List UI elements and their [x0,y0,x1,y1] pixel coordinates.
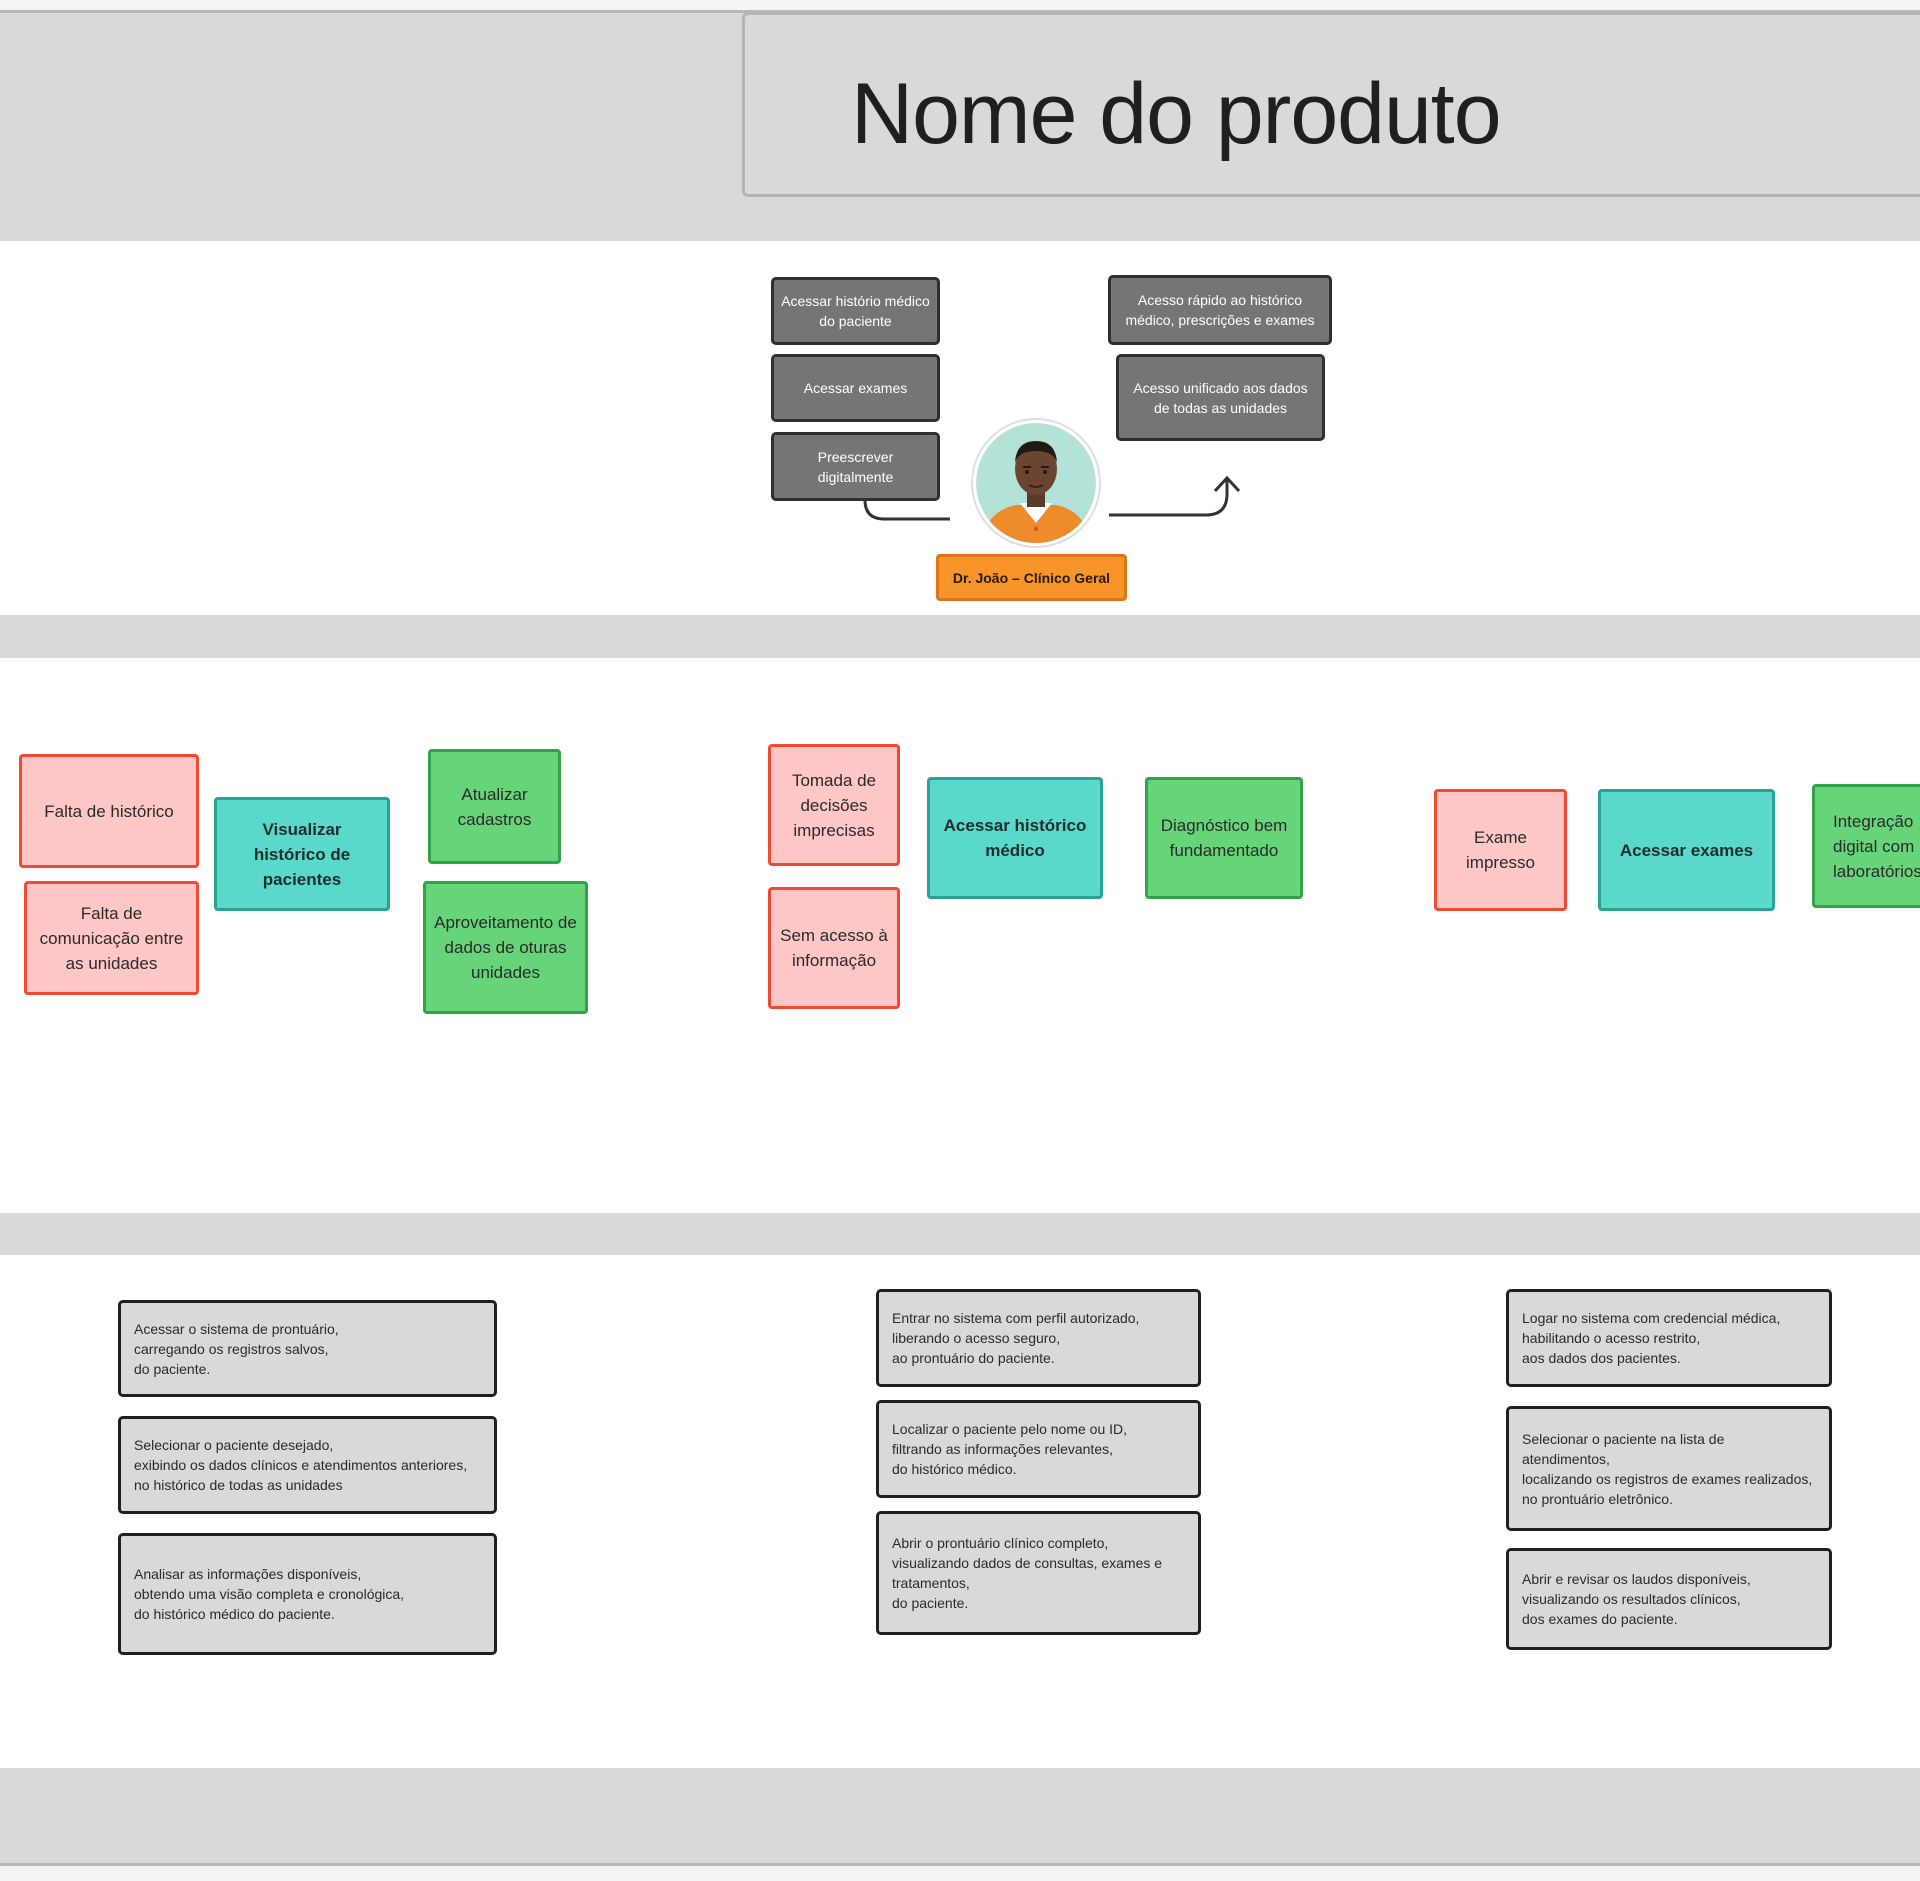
step-card[interactable]: Selecionar o paciente na lista de atendi… [1506,1406,1832,1531]
step-card[interactable]: Analisar as informações disponíveis, obt… [118,1533,497,1655]
step-text: Analisar as informações disponíveis, obt… [134,1566,405,1622]
step-card[interactable]: Localizar o paciente pelo nome ou ID, fi… [876,1400,1201,1498]
persona-goal[interactable]: Acesso unificado aos dados de todas as u… [1116,354,1325,441]
connector-arrow [1109,478,1229,517]
divider-band [0,615,1920,658]
journey-band [0,658,1920,1213]
connector-arrows [863,475,1241,521]
step-card[interactable]: Entrar no sistema com perfil autorizado,… [876,1289,1201,1387]
persona-task[interactable]: Preescrever digitalmente [771,432,940,501]
persona-band [0,241,1920,615]
persona-name-label[interactable]: Dr. João – Clínico Geral [936,554,1127,601]
benefit-sticky[interactable]: Atualizar cadastros [428,749,561,864]
connector-line [863,499,950,521]
step-card[interactable]: Logar no sistema com credencial médica, … [1506,1289,1832,1387]
feature-sticky[interactable]: Acessar histórico médico [927,777,1103,899]
top-border [0,10,1920,13]
page-title: Nome do produto [851,66,1502,162]
persona-avatar[interactable] [971,418,1101,548]
persona-task[interactable]: Acessar exames [771,354,940,422]
step-card[interactable]: Abrir e revisar os laudos disponíveis, v… [1506,1548,1832,1650]
step-text: Localizar o paciente pelo nome ou ID, fi… [892,1421,1128,1477]
problem-sticky[interactable]: Exame impresso [1434,789,1567,911]
problem-sticky[interactable]: Falta de histórico [19,754,199,868]
footer-band [0,1768,1920,1863]
problem-sticky[interactable]: Falta de comunicação entre as unidades [24,881,199,995]
step-text: Selecionar o paciente na lista de atendi… [1522,1430,1813,1507]
step-text: Abrir e revisar os laudos disponíveis, v… [1522,1571,1751,1627]
problem-sticky[interactable]: Sem acesso à informação [768,887,900,1009]
step-text: Acessar o sistema de prontuário, carrega… [134,1320,339,1377]
persona-task[interactable]: Acessar histório médico do paciente [771,277,940,345]
step-card[interactable]: Selecionar o paciente desejado, exibindo… [118,1416,497,1514]
doctor-avatar-icon [976,423,1096,543]
benefit-sticky[interactable]: Aproveitamento de dados de oturas unidad… [423,881,588,1014]
feature-sticky[interactable]: Visualizar histórico de pacientes [214,797,390,911]
benefit-sticky[interactable]: Integração digital com laboratórios [1812,784,1920,908]
divider-band [0,1213,1920,1255]
problem-sticky[interactable]: Tomada de decisões imprecisas [768,744,900,866]
step-text: Logar no sistema com credencial médica, … [1522,1310,1781,1366]
step-text: Entrar no sistema com perfil autorizado,… [892,1310,1140,1366]
bottom-border [0,1863,1920,1866]
step-card[interactable]: Acessar o sistema de prontuário, carrega… [118,1300,497,1397]
step-text: Abrir o prontuário clínico completo, vis… [892,1535,1163,1611]
arrowhead-icon [1213,475,1241,493]
title-frame[interactable]: Nome do produto [742,12,1920,197]
feature-sticky[interactable]: Acessar exames [1598,789,1775,911]
step-text: Selecionar o paciente desejado, exibindo… [134,1437,468,1493]
step-card[interactable]: Abrir o prontuário clínico completo, vis… [876,1511,1201,1635]
benefit-sticky[interactable]: Diagnóstico bem fundamentado [1145,777,1303,899]
persona-goal[interactable]: Acesso rápido ao histórico médico, presc… [1108,275,1332,345]
